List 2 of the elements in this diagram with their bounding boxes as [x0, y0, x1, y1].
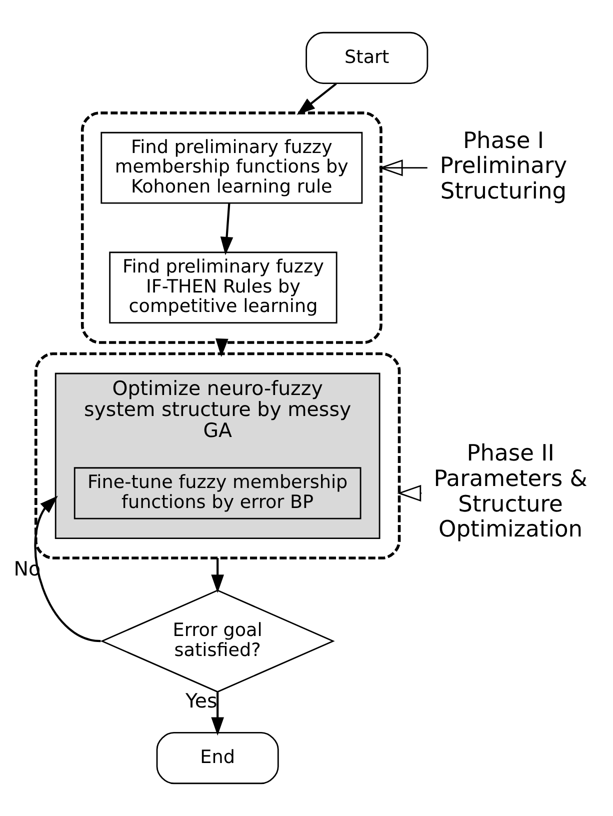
node-text: Phase II Parameters & Structure Optimization [434, 440, 588, 543]
node-text: Phase I Preliminary Structuring [440, 128, 568, 205]
